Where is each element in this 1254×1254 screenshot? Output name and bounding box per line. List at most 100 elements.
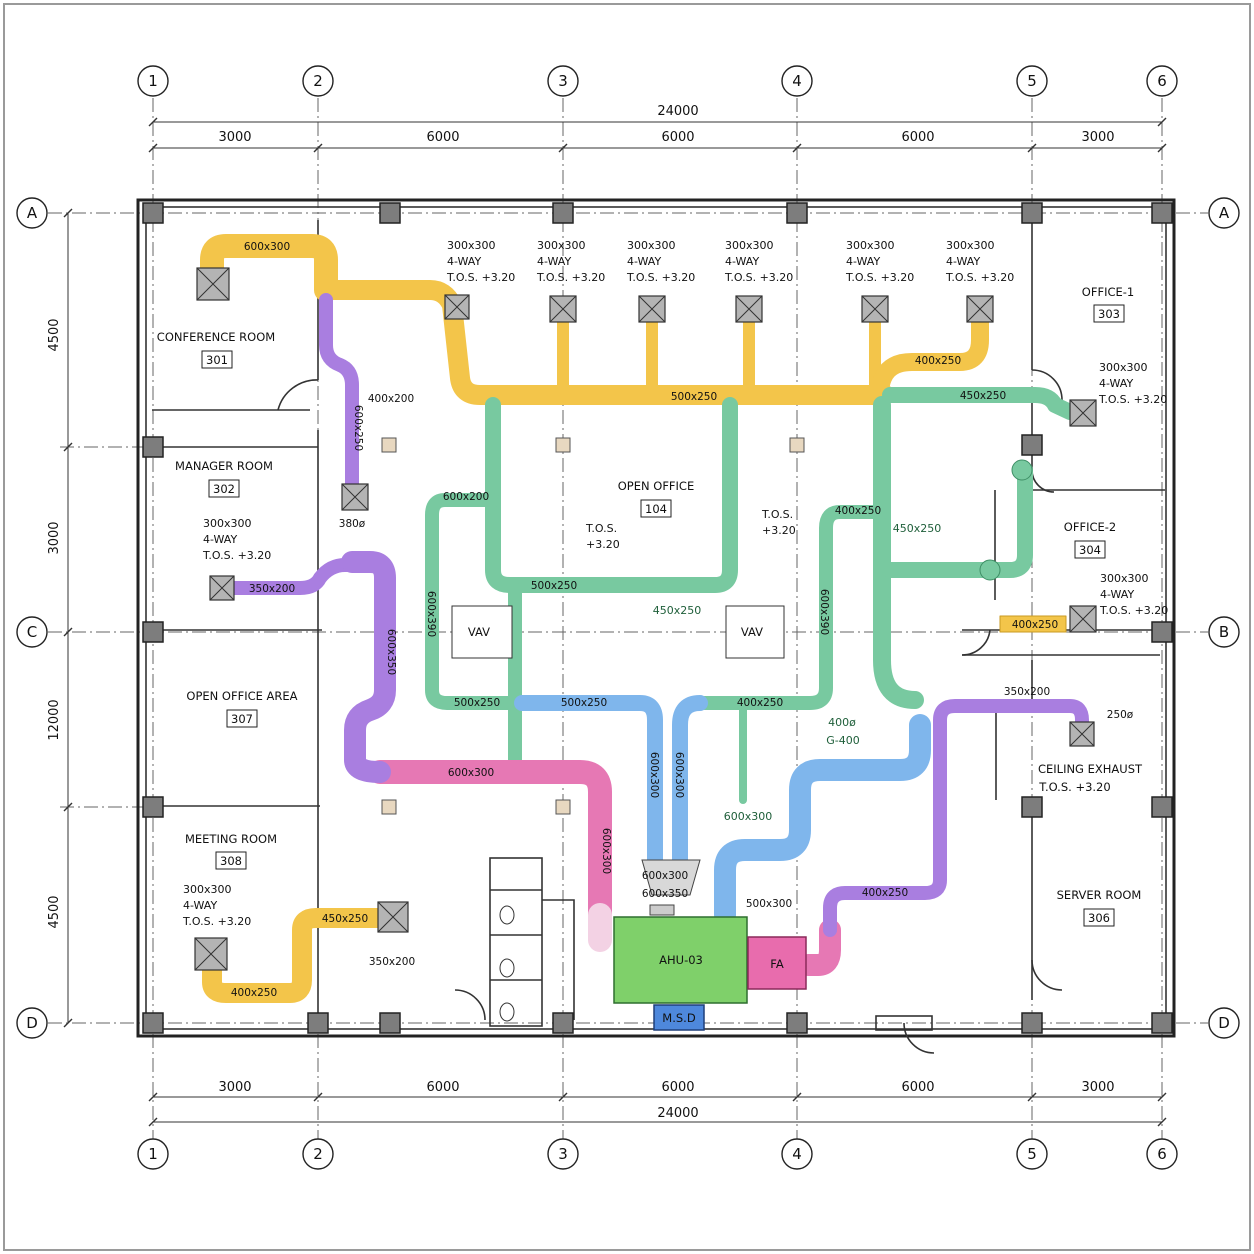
svg-text:350x200: 350x200 (369, 956, 415, 968)
svg-text:350x200: 350x200 (249, 583, 295, 595)
vav-right-label: VAV (741, 625, 763, 639)
svg-text:T.O.S. +3.20: T.O.S. +3.20 (1099, 604, 1168, 617)
grid-bubble-6-top: 6 (1157, 72, 1167, 90)
svg-text:300x300: 300x300 (725, 239, 774, 252)
room-manager-name: MANAGER ROOM (175, 459, 273, 473)
room-open-office-num: 104 (645, 502, 667, 516)
svg-text:+3.20: +3.20 (586, 538, 620, 551)
svg-text:4-WAY: 4-WAY (627, 255, 661, 268)
top-span-1: 3000 (218, 130, 251, 145)
svg-text:G-400: G-400 (826, 734, 860, 747)
grid-bubble-5-bottom: 5 (1027, 1145, 1037, 1163)
ahu-label: AHU-03 (659, 953, 703, 967)
room-meeting-name: MEETING ROOM (185, 832, 277, 846)
room-office2-name: OFFICE-2 (1064, 520, 1116, 534)
svg-text:500x250: 500x250 (671, 391, 717, 403)
svg-text:300x300: 300x300 (946, 239, 995, 252)
svg-text:600x350: 600x350 (642, 888, 688, 900)
top-span-3: 6000 (661, 130, 694, 145)
top-span-5: 3000 (1081, 130, 1114, 145)
svg-text:600x300: 600x300 (244, 241, 290, 253)
svg-text:450x250: 450x250 (322, 913, 368, 925)
grid-bubble-D-left: D (26, 1014, 38, 1032)
room-office2-num: 304 (1079, 543, 1101, 557)
svg-text:T.O.S.: T.O.S. (761, 508, 793, 521)
svg-text:4-WAY: 4-WAY (203, 533, 237, 546)
grid-bubble-5-top: 5 (1027, 72, 1037, 90)
svg-text:400x250: 400x250 (915, 355, 961, 367)
svg-text:600x300: 600x300 (448, 767, 494, 779)
equipment (451, 605, 807, 1031)
duct-green-supply (425, 387, 1078, 804)
bottom-span-3: 6000 (661, 1080, 694, 1095)
bottom-span-1: 3000 (218, 1080, 251, 1095)
grid-bubbles: 1 2 3 4 5 6 1 2 3 4 5 6 A C D A B D (16, 65, 1240, 1170)
svg-text:450x250: 450x250 (893, 522, 942, 535)
svg-text:300x300: 300x300 (203, 517, 252, 530)
svg-text:300x300: 300x300 (627, 239, 676, 252)
svg-text:T.O.S.: T.O.S. (585, 522, 617, 535)
room-manager-num: 302 (213, 482, 235, 496)
bottom-dimensions: 3000 6000 6000 6000 3000 24000 (148, 1080, 1167, 1127)
grid-bubble-A-left: A (27, 204, 38, 222)
svg-text:400ø: 400ø (828, 716, 856, 729)
grid-bubble-2-bottom: 2 (313, 1145, 323, 1163)
svg-text:300x300: 300x300 (537, 239, 586, 252)
svg-text:T.O.S. +3.20: T.O.S. +3.20 (202, 549, 271, 562)
svg-text:500x250: 500x250 (531, 580, 577, 592)
svg-text:500x300: 500x300 (746, 898, 792, 910)
room-meeting-num: 308 (220, 854, 242, 868)
left-span-3: 12000 (47, 699, 62, 740)
fa-unit (747, 936, 807, 990)
svg-text:4-WAY: 4-WAY (447, 255, 481, 268)
svg-text:4-WAY: 4-WAY (1100, 588, 1134, 601)
bottom-span-5: 3000 (1081, 1080, 1114, 1095)
svg-text:300x300: 300x300 (846, 239, 895, 252)
svg-text:4-WAY: 4-WAY (946, 255, 980, 268)
drawing-frame (3, 3, 1251, 1251)
grid-bubble-3-top: 3 (558, 72, 568, 90)
duct-pink-return (368, 760, 841, 976)
ceiling-exhaust-name: CEILING EXHAUST (1038, 762, 1143, 776)
grid-bubble-1-top: 1 (148, 72, 158, 90)
svg-text:T.O.S. +3.20: T.O.S. +3.20 (724, 271, 793, 284)
svg-text:500x250: 500x250 (561, 697, 607, 709)
vav-left-label: VAV (468, 625, 490, 639)
left-span-4: 4500 (47, 895, 62, 928)
room-server-name: SERVER ROOM (1057, 888, 1142, 902)
diffuser-notes: 300x300 4-WAY T.O.S. +3.20 300x300 4-WAY… (182, 239, 1168, 928)
svg-text:300x300: 300x300 (1099, 361, 1148, 374)
grid-bubble-D-right: D (1218, 1014, 1230, 1032)
svg-text:450x250: 450x250 (653, 604, 702, 617)
svg-text:T.O.S. +3.20: T.O.S. +3.20 (182, 915, 251, 928)
svg-text:4-WAY: 4-WAY (846, 255, 880, 268)
svg-text:600x300: 600x300 (642, 870, 688, 882)
diffusers (194, 267, 1097, 971)
left-span-1: 4500 (47, 318, 62, 351)
svg-text:250ø: 250ø (1107, 709, 1134, 721)
svg-text:T.O.S. +3.20: T.O.S. +3.20 (945, 271, 1014, 284)
svg-text:600x390: 600x390 (425, 591, 437, 637)
svg-text:T.O.S. +3.20: T.O.S. +3.20 (626, 271, 695, 284)
duct-blue-supply (514, 695, 931, 926)
svg-text:300x300: 300x300 (447, 239, 496, 252)
svg-text:4-WAY: 4-WAY (183, 899, 217, 912)
svg-text:300x300: 300x300 (1100, 572, 1149, 585)
grid-bubble-1-bottom: 1 (148, 1145, 158, 1163)
duct-yellow-supply (200, 234, 1067, 1003)
msd-label: M.S.D (662, 1011, 696, 1025)
equipment-labels: AHU-03 FA M.S.D VAV VAV (468, 625, 784, 1025)
room-open-office-area-name: OPEN OFFICE AREA (186, 689, 297, 703)
svg-text:T.O.S. +3.20: T.O.S. +3.20 (536, 271, 605, 284)
bottom-total-dim: 24000 (657, 1106, 698, 1121)
ahu-unit (613, 916, 748, 1004)
bottom-span-4: 6000 (901, 1080, 934, 1095)
room-conference-name: CONFERENCE ROOM (157, 330, 275, 344)
svg-text:600x300: 600x300 (600, 828, 612, 874)
left-dimensions: 4500 3000 12000 4500 (47, 208, 73, 1028)
svg-text:T.O.S. +3.20: T.O.S. +3.20 (446, 271, 515, 284)
left-span-2: 3000 (47, 521, 62, 554)
svg-text:450x250: 450x250 (960, 390, 1006, 402)
svg-text:400x250: 400x250 (862, 887, 908, 899)
